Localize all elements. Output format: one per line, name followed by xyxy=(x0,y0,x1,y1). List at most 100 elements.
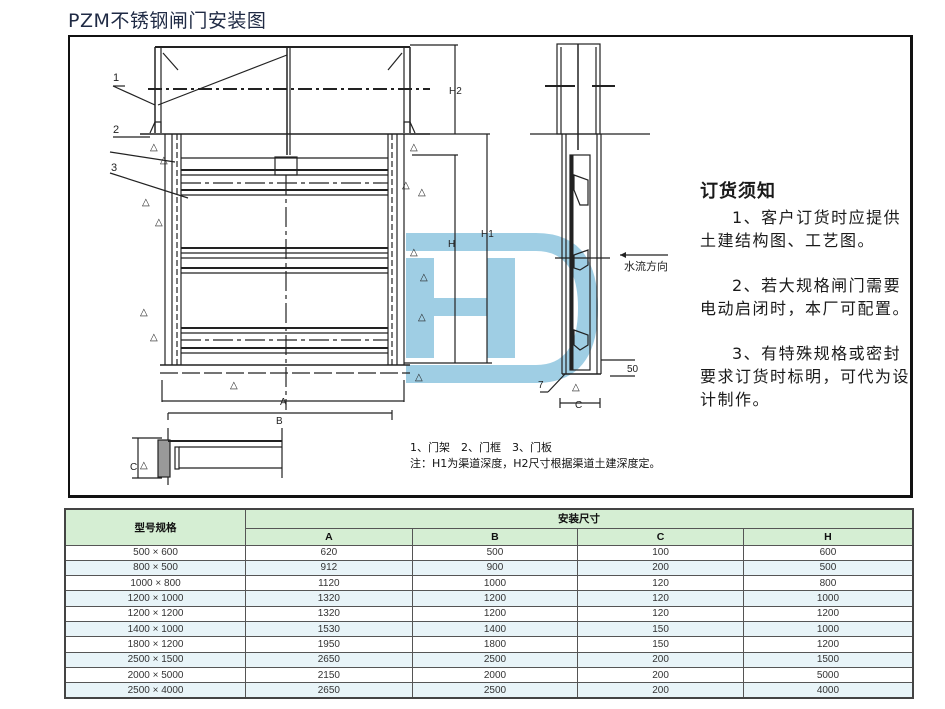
drawing-legend: 1、门架 2、门框 3、门板 注：H1为渠道深度，H2尺寸根据渠道土建深度定。 xyxy=(410,440,661,472)
cell-model: 1200 × 1200 xyxy=(64,605,247,622)
cell-h: 600 xyxy=(742,544,914,561)
cell-h: 1200 xyxy=(742,605,914,622)
svg-text:△: △ xyxy=(230,380,238,391)
cell-h: 4000 xyxy=(742,682,914,699)
cell-a: 1950 xyxy=(245,636,413,653)
header-model: 型号规格 xyxy=(64,508,247,546)
svg-text:△: △ xyxy=(418,312,426,323)
svg-text:△: △ xyxy=(155,217,163,228)
cell-a: 1530 xyxy=(245,620,413,638)
flow-direction-label: 水流方向 xyxy=(624,259,668,273)
dim-50: 50 xyxy=(627,364,639,375)
header-install-dims: 安装尺寸 xyxy=(245,508,914,529)
cell-c: 150 xyxy=(577,620,744,638)
page-title: PZM不锈钢闸门安装图 xyxy=(68,10,267,32)
cell-model: 800 × 500 xyxy=(64,559,247,577)
cell-model: 1200 × 1000 xyxy=(64,590,247,607)
svg-text:△: △ xyxy=(402,180,410,191)
svg-text:△: △ xyxy=(142,197,150,208)
part-label-2: 2 xyxy=(113,124,119,136)
ordering-notice: 订货须知 1、客户订货时应提供土建结构图、工艺图。 2、若大规格闸门需要电动启闭… xyxy=(700,180,910,433)
cell-b: 900 xyxy=(411,559,579,577)
svg-text:△: △ xyxy=(140,307,148,318)
part-label-3: 3 xyxy=(111,162,117,174)
cell-b: 500 xyxy=(411,544,579,561)
cell-model: 500 × 600 xyxy=(64,544,247,561)
dim-c-detail: C xyxy=(130,462,137,473)
cell-model: 1800 × 1200 xyxy=(64,636,247,653)
cell-a: 2650 xyxy=(245,682,413,699)
svg-text:△: △ xyxy=(572,382,580,393)
cell-h: 1000 xyxy=(742,590,914,607)
notice-item-2: 2、若大规格闸门需要电动启闭时，本厂可配置。 xyxy=(700,276,911,318)
cell-h: 1200 xyxy=(742,636,914,653)
cell-h: 1000 xyxy=(742,620,914,638)
svg-text:△: △ xyxy=(150,332,158,343)
header-h: H xyxy=(742,527,914,546)
dim-h1: H1 xyxy=(481,229,494,240)
cell-model: 2500 × 4000 xyxy=(64,682,247,699)
cell-c: 200 xyxy=(577,559,744,577)
svg-text:△: △ xyxy=(415,372,423,383)
notice-item-1: 1、客户订货时应提供土建结构图、工艺图。 xyxy=(700,208,902,250)
cell-b: 1200 xyxy=(411,590,579,607)
svg-text:△: △ xyxy=(410,142,418,153)
legend-parts: 1、门架 2、门框 3、门板 xyxy=(410,441,552,454)
cell-c: 120 xyxy=(577,590,744,607)
svg-text:△: △ xyxy=(160,155,168,166)
cell-a: 912 xyxy=(245,559,413,577)
watermark-logo xyxy=(406,233,598,383)
notice-title: 订货须知 xyxy=(700,181,776,202)
cell-b: 1400 xyxy=(411,620,579,638)
cell-b: 1200 xyxy=(411,605,579,622)
gate-drawing-svg: △ △ △ △ △ △ △ △ △ △ △ △ △ △ △ △ 1 2 3 H2… xyxy=(109,43,668,485)
dim-b: B xyxy=(276,416,283,427)
dim-a: A xyxy=(280,397,287,408)
part-label-1: 1 xyxy=(113,72,119,84)
cell-model: 1400 × 1000 xyxy=(64,620,247,638)
dim-h: H xyxy=(448,239,455,250)
cell-a: 1320 xyxy=(245,590,413,607)
cell-a: 1320 xyxy=(245,605,413,622)
cell-model: 2000 × 5000 xyxy=(64,666,247,684)
cell-c: 150 xyxy=(577,636,744,653)
cell-a: 1120 xyxy=(245,575,413,592)
cell-h: 500 xyxy=(742,559,914,577)
legend-note: 注：H1为渠道深度，H2尺寸根据渠道土建深度定。 xyxy=(410,457,661,470)
cell-h: 5000 xyxy=(742,666,914,684)
svg-text:△: △ xyxy=(418,187,426,198)
cell-b: 2500 xyxy=(411,651,579,668)
cell-c: 200 xyxy=(577,666,744,684)
header-b: B xyxy=(411,527,579,546)
svg-text:△: △ xyxy=(420,272,428,283)
svg-text:△: △ xyxy=(410,247,418,258)
cell-b: 1000 xyxy=(411,575,579,592)
cell-model: 2500 × 1500 xyxy=(64,651,247,668)
cell-a: 2150 xyxy=(245,666,413,684)
notice-item-3: 3、有特殊规格或密封要求订货时标明，可代为设计制作。 xyxy=(700,344,911,409)
cell-h: 1500 xyxy=(742,651,914,668)
header-c: C xyxy=(577,527,744,546)
svg-text:△: △ xyxy=(140,460,148,471)
dim-c-side: C xyxy=(575,400,582,411)
cell-b: 2500 xyxy=(411,682,579,699)
cell-c: 100 xyxy=(577,544,744,561)
cell-h: 800 xyxy=(742,575,914,592)
concrete-marks: △ △ △ △ △ △ △ △ △ △ △ △ △ △ △ △ xyxy=(140,142,580,471)
cell-model: 1000 × 800 xyxy=(64,575,247,592)
dim-h2: H2 xyxy=(449,86,462,97)
cell-c: 120 xyxy=(577,605,744,622)
cell-c: 200 xyxy=(577,651,744,668)
cell-b: 1800 xyxy=(411,636,579,653)
